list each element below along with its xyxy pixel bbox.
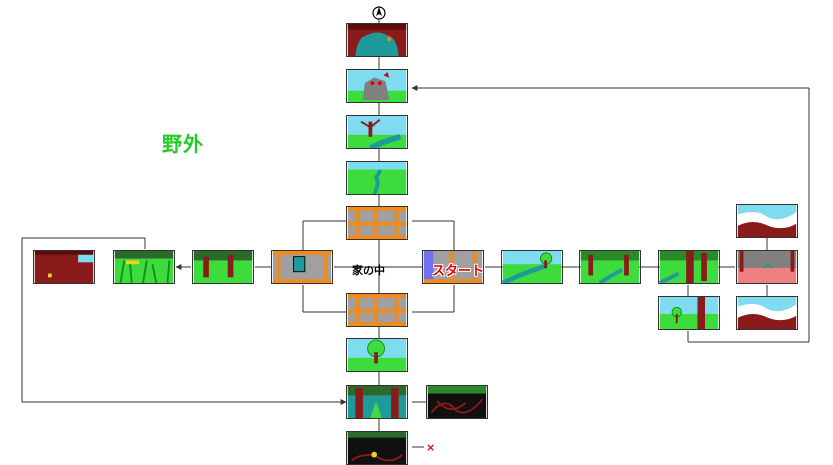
- scene-meadow-path[interactable]: [501, 250, 563, 284]
- scene-river-field[interactable]: [346, 161, 408, 195]
- scene-dark-cave[interactable]: [346, 431, 408, 465]
- compass-north-icon: [372, 6, 386, 20]
- scene-red-forest[interactable]: [33, 250, 95, 284]
- scene-forest-river[interactable]: [579, 250, 641, 284]
- scene-grey-clearing[interactable]: [736, 250, 798, 284]
- scene-big-tree[interactable]: [346, 338, 408, 372]
- scene-forest-gate[interactable]: [346, 385, 408, 419]
- scene-house-wall-north[interactable]: [346, 206, 408, 240]
- dead-end-mark: ×: [426, 441, 436, 454]
- scene-dense-forest[interactable]: [658, 250, 720, 284]
- scene-sapling-field[interactable]: [658, 296, 720, 330]
- scene-tree-path[interactable]: [346, 115, 408, 149]
- scene-house-wall-south[interactable]: [346, 293, 408, 327]
- scene-sky-hills-bottom[interactable]: [736, 296, 798, 330]
- scene-house-window[interactable]: [271, 250, 333, 284]
- scene-dark-roots[interactable]: [426, 385, 488, 419]
- start-label: スタート: [432, 264, 485, 279]
- house-interior-label: 家の中: [352, 264, 385, 277]
- area-title: 野外: [162, 132, 204, 156]
- scene-grass-trees[interactable]: [192, 250, 254, 284]
- scene-house-start[interactable]: [422, 250, 484, 284]
- scene-monster[interactable]: [346, 69, 408, 103]
- scene-tall-grass[interactable]: [113, 250, 175, 284]
- scene-cave-entrance[interactable]: [346, 23, 408, 57]
- scene-sky-hills-top[interactable]: [736, 204, 798, 238]
